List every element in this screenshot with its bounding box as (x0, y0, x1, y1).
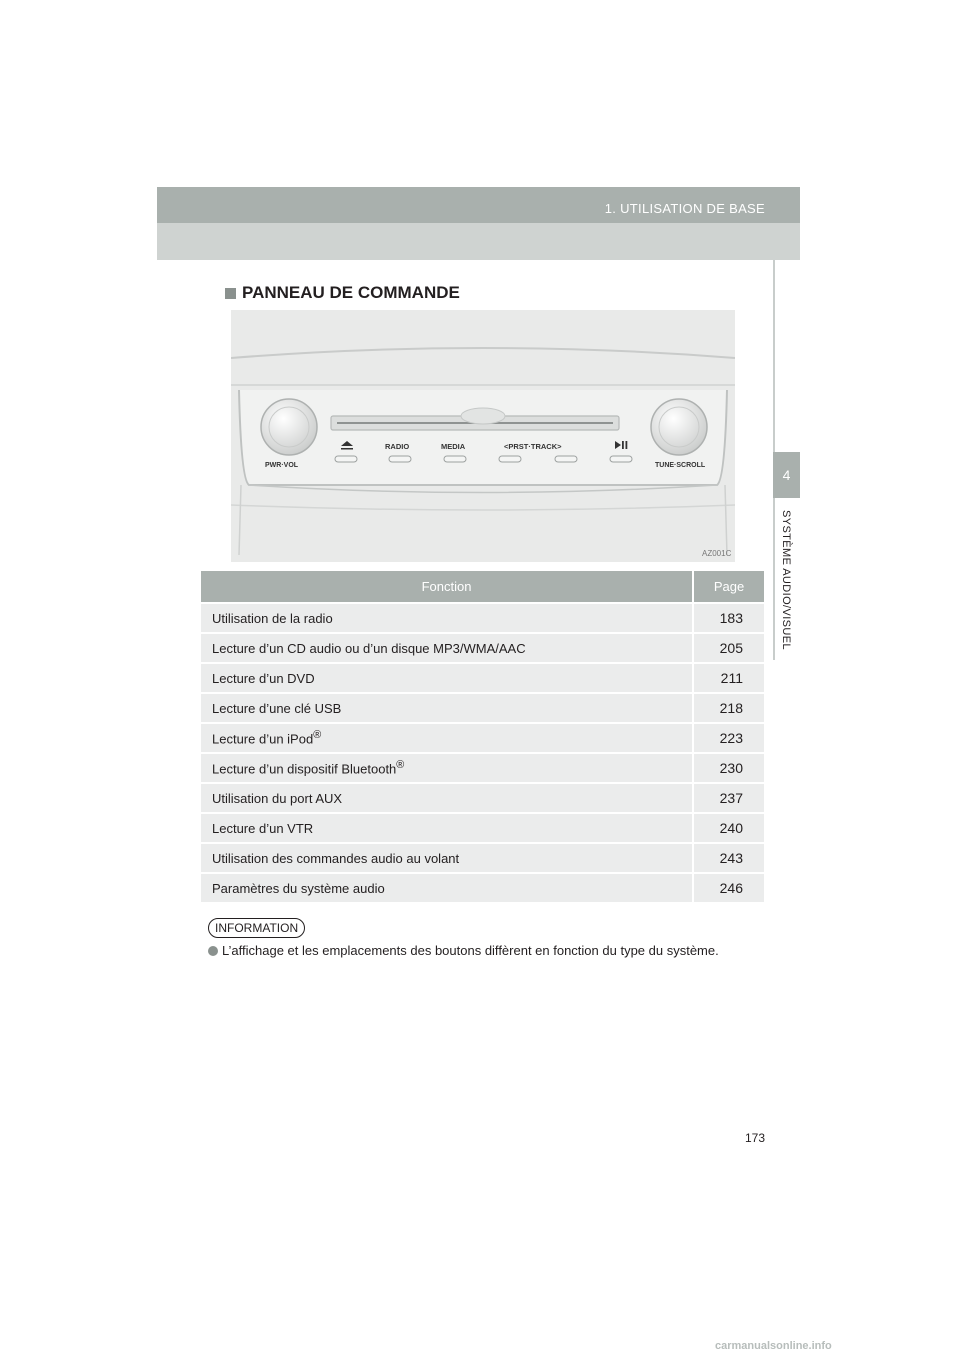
radio-label: RADIO (385, 442, 409, 451)
play-pause-button (609, 455, 633, 463)
prst-track-up-button (554, 455, 578, 463)
function-cell: Lecture d’un VTR (201, 812, 693, 843)
table-row: Utilisation des commandes audio au volan… (201, 842, 764, 873)
function-cell: Lecture d’un DVD (201, 662, 693, 693)
column-header-function: Fonction (201, 571, 693, 603)
page-cell[interactable]: 240 (692, 812, 764, 843)
function-cell: Lecture d’un iPod® (201, 722, 693, 753)
function-cell: Utilisation des commandes audio au volan… (201, 842, 693, 873)
header-subband (157, 223, 800, 260)
table-row: Lecture d’un dispositif Bluetooth®230 (201, 752, 764, 783)
function-cell: Lecture d’un CD audio ou d’un disque MP3… (201, 632, 693, 663)
square-bullet-icon (225, 287, 236, 299)
page-number: 173 (745, 1131, 766, 1145)
table-row: Lecture d’un DVD 211 (201, 662, 764, 693)
table-row: Lecture d’un CD audio ou d’un disque MP3… (201, 632, 764, 663)
table-row: Utilisation de la radio 183 (201, 602, 764, 633)
function-text: Lecture d’un dispositif Bluetooth (212, 761, 397, 777)
function-cell: Paramètres du système audio (201, 872, 693, 902)
page-cell[interactable]: 243 (692, 842, 764, 873)
table-row: Utilisation du port AUX 237 (201, 782, 764, 813)
chapter-label: SYSTÈME AUDIO/VISUEL (780, 509, 792, 651)
page-cell[interactable]: 211 (692, 662, 764, 693)
page-cell[interactable]: 218 (692, 692, 764, 723)
registered-mark: ® (396, 759, 405, 772)
chapter-number: 4 (782, 467, 791, 483)
tune-scroll-label: TUNE·SCROLL (655, 462, 706, 469)
radio-button (388, 455, 412, 463)
registered-mark: ® (313, 729, 322, 742)
page-cell[interactable]: 230 (692, 752, 764, 783)
function-text: Lecture d’un VTR (212, 820, 314, 836)
table-row: Lecture d’un VTR 240 (201, 812, 764, 843)
function-text: Utilisation des commandes audio au volan… (212, 850, 460, 866)
function-text: Lecture d’une clé USB (212, 700, 342, 716)
media-button (443, 455, 467, 463)
play-pause-icon (615, 441, 621, 449)
function-text: Utilisation de la radio (212, 610, 333, 626)
information-item: L’affichage et les emplacements des bout… (208, 943, 719, 958)
page-cell[interactable]: 183 (692, 602, 764, 633)
function-text: Lecture d’un DVD (212, 670, 315, 686)
function-cell: Lecture d’un dispositif Bluetooth® (201, 752, 693, 783)
bullet-icon (208, 945, 218, 956)
page-cell[interactable]: 223 (692, 722, 764, 753)
media-label: MEDIA (441, 442, 466, 451)
prst-track-label: <PRST·TRACK> (504, 442, 562, 451)
figure-code: AZ001C (702, 549, 732, 558)
section-heading: PANNEAU DE COMMANDE (225, 283, 460, 303)
table-header-row: Fonction Page (201, 571, 764, 603)
function-text: Paramètres du système audio (212, 880, 385, 896)
function-cell: Utilisation du port AUX (201, 782, 693, 813)
header-title: 1. UTILISATION DE BASE (604, 201, 765, 216)
chapter-tab[interactable]: 4 (773, 452, 800, 498)
function-table: Fonction Page Utilisation de la radio 183… (201, 571, 764, 902)
information-label: INFORMATION (208, 918, 306, 938)
function-cell: Utilisation de la radio (201, 602, 693, 633)
information-text: L’affichage et les emplacements des bout… (222, 943, 719, 958)
table-row: Lecture d’une clé USB 218 (201, 692, 764, 723)
table-row: Paramètres du système audio 246 (201, 872, 764, 902)
function-text: Lecture d’un iPod (212, 731, 314, 747)
control-panel-svg: PWR·VOL RADIO MEDIA <PRST·TRACK> TUNE·SC… (230, 310, 736, 562)
pwr-vol-label: PWR·VOL (265, 462, 299, 469)
control-panel-illustration: PWR·VOL RADIO MEDIA <PRST·TRACK> TUNE·SC… (230, 310, 736, 562)
function-text: Lecture d’un CD audio ou d’un disque MP3… (212, 640, 526, 656)
header-band: 1. UTILISATION DE BASE (157, 187, 800, 223)
column-header-page: Page (692, 571, 764, 603)
section-heading-text: PANNEAU DE COMMANDE (242, 283, 460, 302)
prst-track-down-button (498, 455, 522, 463)
table-row: Lecture d’un iPod®223 (201, 722, 764, 753)
function-cell: Lecture d’une clé USB (201, 692, 693, 723)
page-cell[interactable]: 205 (692, 632, 764, 663)
eject-icon (341, 441, 353, 446)
page-cell[interactable]: 246 (692, 872, 764, 902)
eject-button (334, 455, 358, 463)
page-cell[interactable]: 237 (692, 782, 764, 813)
watermark: carmanualsonline.info (715, 1340, 832, 1352)
function-text: Utilisation du port AUX (212, 790, 343, 806)
